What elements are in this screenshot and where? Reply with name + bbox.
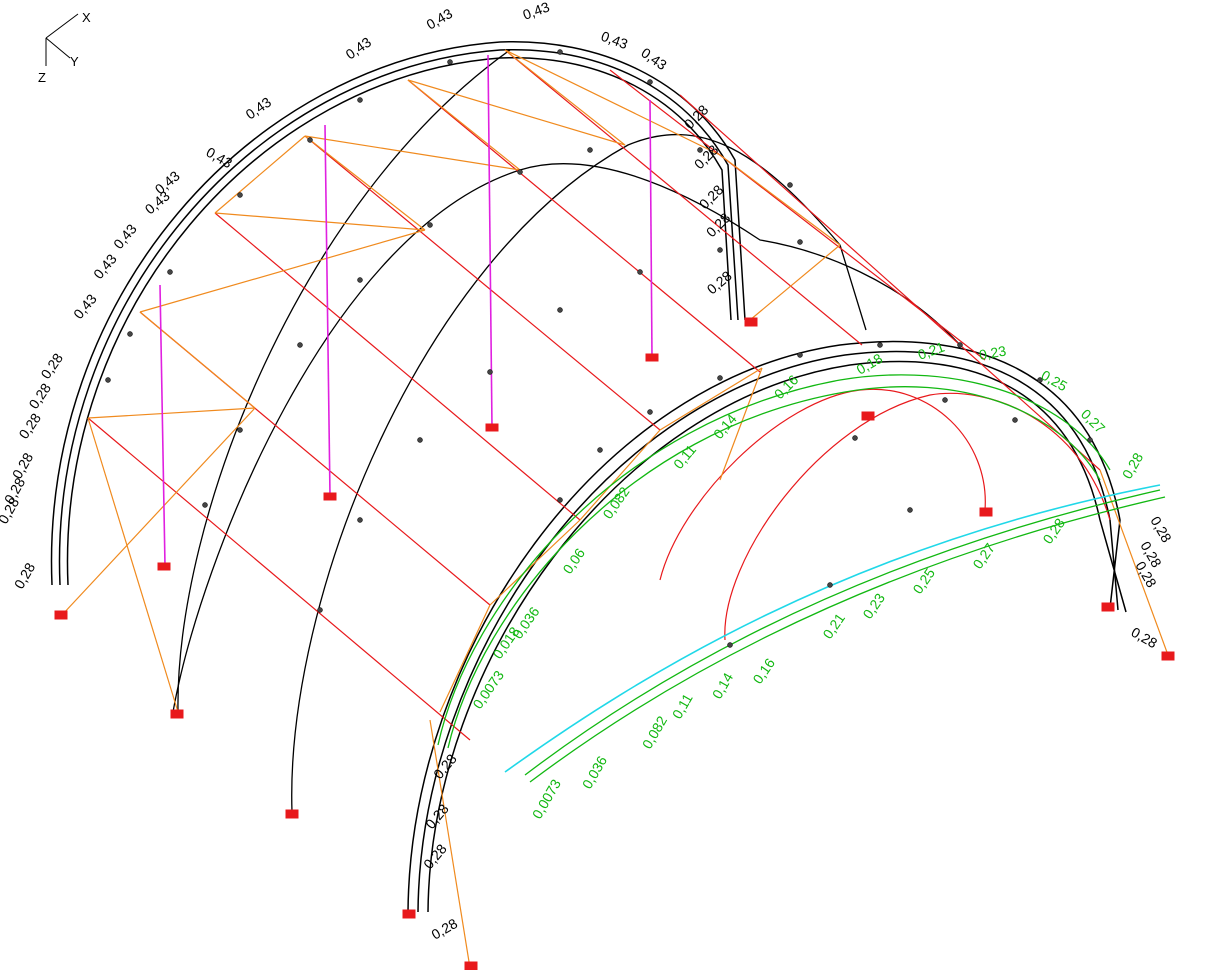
purlins [87, 49, 1101, 741]
green-label-6: 0,16 [749, 655, 778, 687]
axis-y-label: Y [70, 54, 79, 69]
axis-z-label: Z [38, 70, 46, 85]
green-label-5: 0,14 [709, 670, 737, 702]
support-2 [170, 709, 184, 719]
back-label-top-2: 0,43 [521, 0, 552, 23]
support-12 [1161, 651, 1175, 661]
right-label-2: 0,43 [638, 44, 670, 73]
back-label-top-3: 0,43 [343, 34, 375, 63]
green-arc-labels: 0,0073 0,018 0,036 0,06 0,082 0,11 0,14 … [469, 338, 1146, 711]
nodes [105, 49, 1093, 648]
front-black-labels: 0,28 0,28 0,28 0,28 0,28 [420, 624, 1160, 943]
support-10 [979, 507, 993, 517]
back-label-mid-2: 0,43 [110, 221, 140, 252]
green-label-8: 0,23 [859, 590, 888, 622]
axis-x-label: X [82, 10, 91, 25]
front-label-3: 0,28 [420, 841, 450, 872]
arc-label-14: 0,28 [1119, 450, 1147, 482]
support-7 [645, 353, 659, 362]
right-label-3: 0,28 [681, 101, 712, 132]
load-arcs [437, 374, 1166, 783]
highlighted-member [504, 484, 1161, 773]
green-label-2: 0,036 [579, 753, 610, 792]
right-label-7: 0,28 [704, 267, 735, 297]
bracing [61, 49, 1169, 969]
green-label-3: 0,082 [639, 713, 670, 752]
front-arch [407, 340, 1127, 913]
green-label-7: 0,21 [819, 610, 848, 642]
support-3 [285, 809, 299, 819]
interior-columns [159, 54, 653, 567]
back-arch-labels: 0,43 0,43 0,43 0,43 0,43 0,43 0,43 0,43 … [0, 0, 552, 592]
support-11 [1101, 602, 1115, 612]
back-label-lower-3: 0,28 [15, 410, 44, 442]
right-label-1: 0,43 [599, 28, 630, 52]
support-8 [744, 317, 758, 327]
green-label-9: 0,25 [909, 565, 938, 597]
green-labels: 0,0073 0,036 0,082 0,11 0,14 0,16 0,21 0… [529, 515, 1068, 821]
axis-triad: X Z Y [38, 10, 91, 85]
back-arch [50, 41, 746, 586]
support-6 [485, 423, 499, 432]
green-label-1: 0,0073 [529, 776, 564, 821]
right-label-5: 0,28 [696, 181, 727, 212]
support-9 [861, 411, 875, 421]
support-14 [464, 961, 478, 970]
supports [54, 317, 1175, 970]
back-label-top-4: 0,43 [243, 94, 275, 123]
support-4 [157, 562, 171, 571]
internal-arches [172, 49, 961, 813]
arc-label-12: 0,25 [1039, 367, 1071, 395]
arc-label-13: 0,27 [1078, 406, 1109, 437]
green-label-4: 0,11 [669, 691, 696, 722]
support-1 [54, 610, 68, 620]
front-label-1: 0,28 [430, 751, 460, 782]
arc-label-6: 0,11 [670, 441, 699, 472]
arc-label-3: 0,036 [509, 604, 542, 642]
arc-label-4: 0,06 [559, 545, 588, 577]
support-13 [402, 909, 416, 919]
back-label-mid-3: 0,43 [70, 291, 100, 322]
back-label-mid-1: 0,43 [90, 251, 120, 282]
arc-label-11: 0,23 [978, 342, 1008, 363]
back-label-lower-1: 0,28 [37, 350, 66, 382]
back-label-upper-3: 0,43 [204, 144, 236, 172]
back-label-foot: 0,28 [11, 560, 39, 592]
arc-label-5: 0,082 [599, 484, 632, 522]
right-end-labels: 0,28 0,28 0,28 [1132, 514, 1175, 591]
front-label-5: 0,28 [1129, 624, 1161, 652]
back-label-lower-2: 0,28 [25, 380, 54, 412]
support-5 [323, 492, 337, 501]
front-label-4: 0,28 [429, 915, 461, 943]
right-arch-labels: 0,43 0,43 0,28 0,28 0,28 0,28 0,28 [599, 28, 735, 298]
arc-label-8: 0,16 [771, 371, 802, 402]
back-label-top-1: 0,43 [424, 5, 456, 33]
